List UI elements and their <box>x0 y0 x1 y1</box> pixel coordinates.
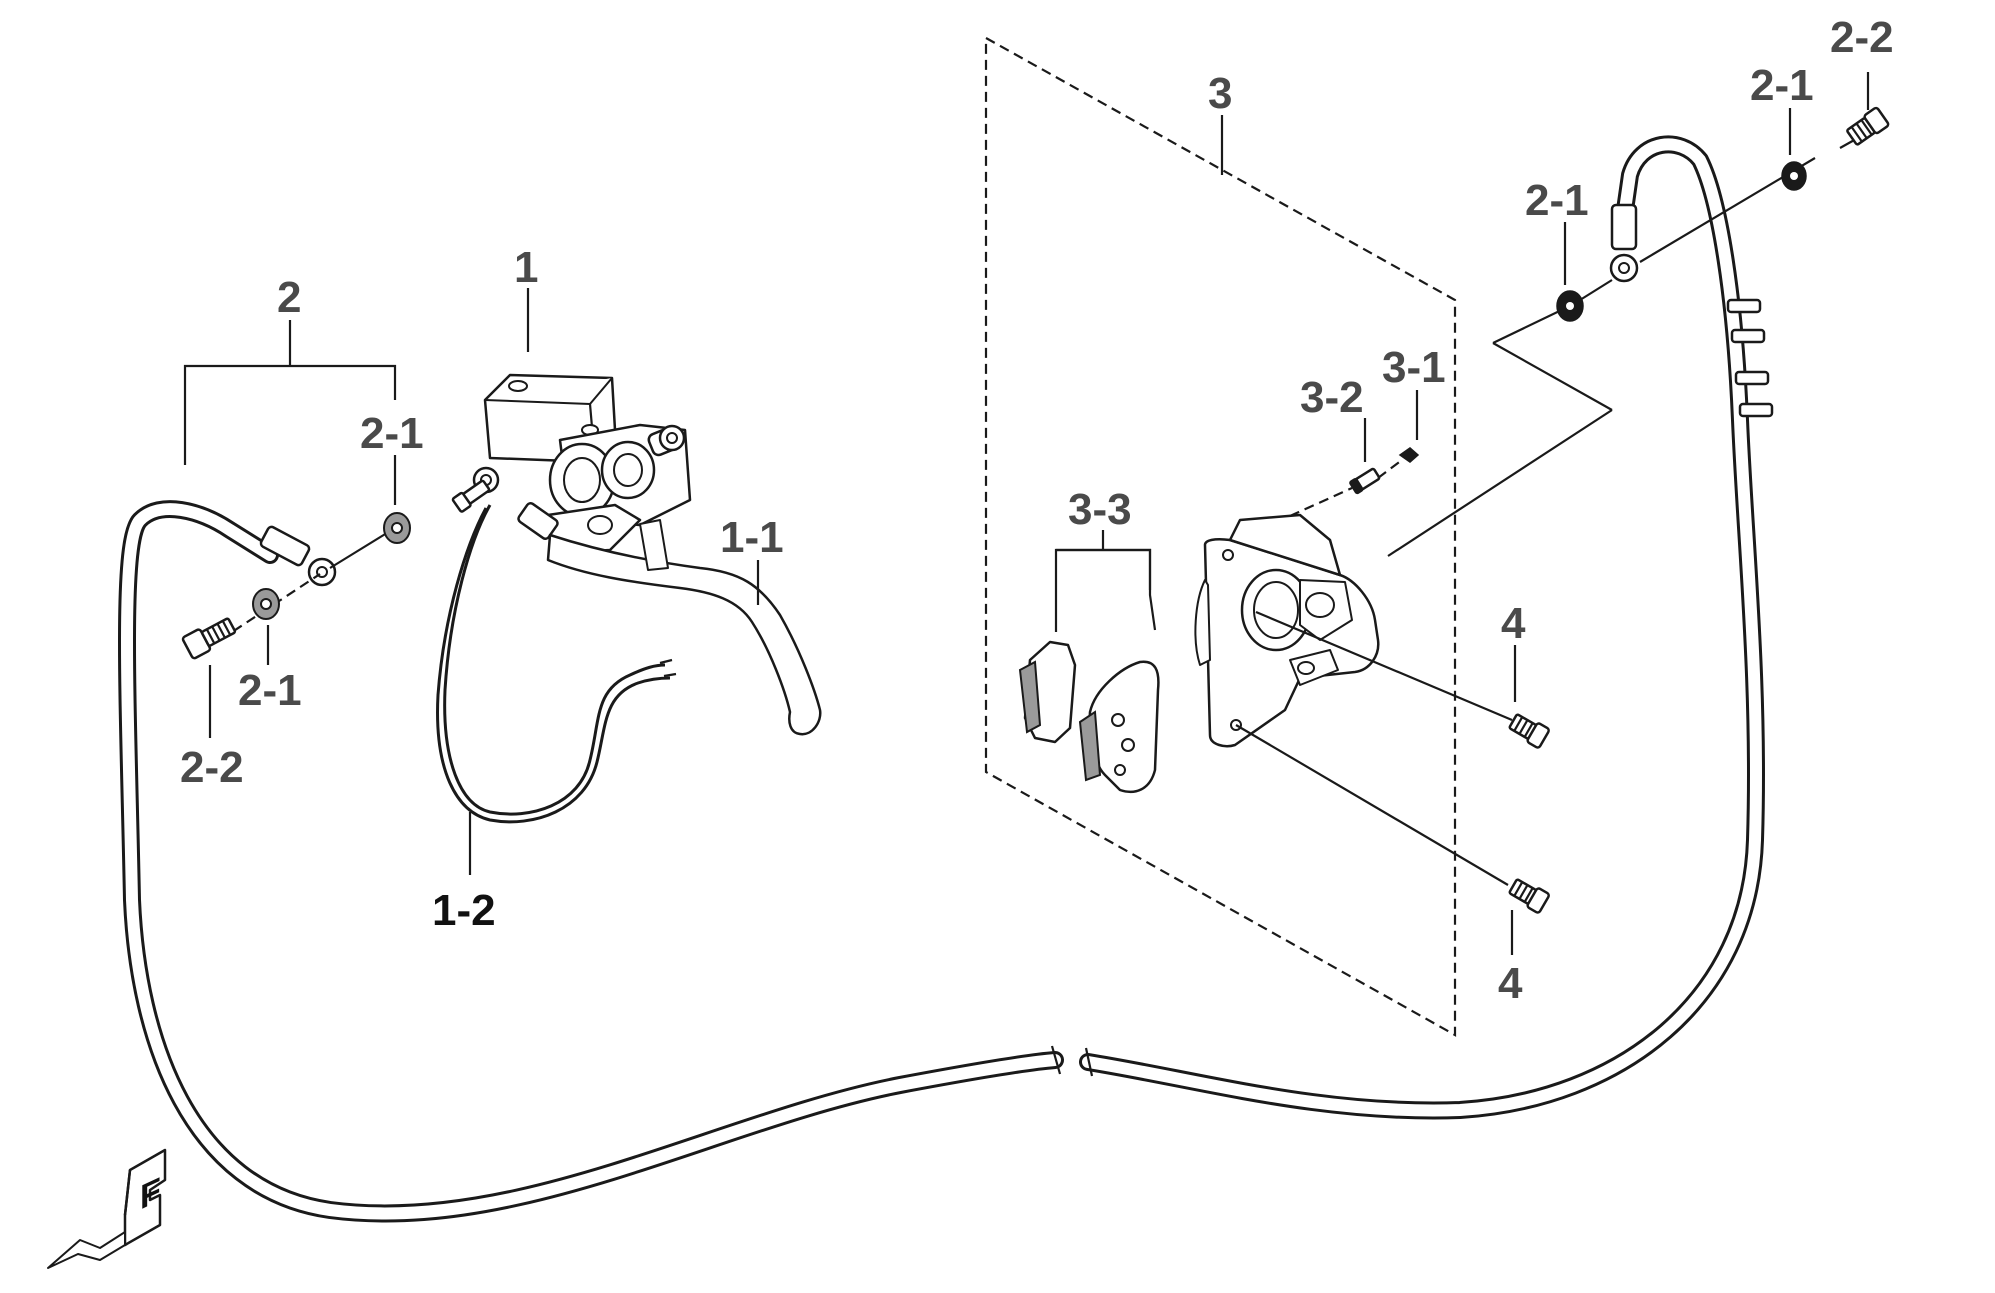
label-3: 3 <box>1208 69 1232 118</box>
caliper-assembly <box>984 36 1457 1037</box>
label-1-2: 1-2 <box>432 886 496 935</box>
label-4-bottom: 4 <box>1498 959 1523 1008</box>
label-2-1-left-bottom: 2-1 <box>238 666 302 715</box>
label-2-2-left: 2-2 <box>180 743 244 792</box>
front-marker-letter: F <box>140 1170 161 1218</box>
label-2-1-right-a: 2-1 <box>1525 176 1589 225</box>
caliper-bolts <box>1235 610 1550 914</box>
label-2-1-right-b: 2-1 <box>1750 61 1814 110</box>
callout-labels: 1 1-1 1-2 2 2-1 2-1 2-2 3 3-1 3-2 3-3 4 … <box>180 13 1894 1008</box>
label-3-3: 3-3 <box>1068 485 1132 534</box>
label-1-1: 1-1 <box>720 513 784 562</box>
brake-switch-wire <box>436 504 677 824</box>
brake-hose <box>118 135 1774 1223</box>
label-3-1: 3-1 <box>1382 343 1446 392</box>
leader-lines <box>183 72 1870 955</box>
label-2-1-left-top: 2-1 <box>360 409 424 458</box>
label-1: 1 <box>514 243 538 292</box>
right-fasteners <box>1387 106 1890 557</box>
brake-pads <box>1018 640 1160 794</box>
left-fasteners <box>181 512 411 660</box>
brake-lever <box>546 519 822 736</box>
label-2: 2 <box>277 273 301 322</box>
front-direction-marker: F <box>47 1148 167 1269</box>
label-4-top: 4 <box>1501 599 1526 648</box>
brake-caliper <box>1194 513 1380 748</box>
label-2-2-right: 2-2 <box>1830 13 1894 62</box>
label-3-2: 3-2 <box>1300 373 1364 422</box>
